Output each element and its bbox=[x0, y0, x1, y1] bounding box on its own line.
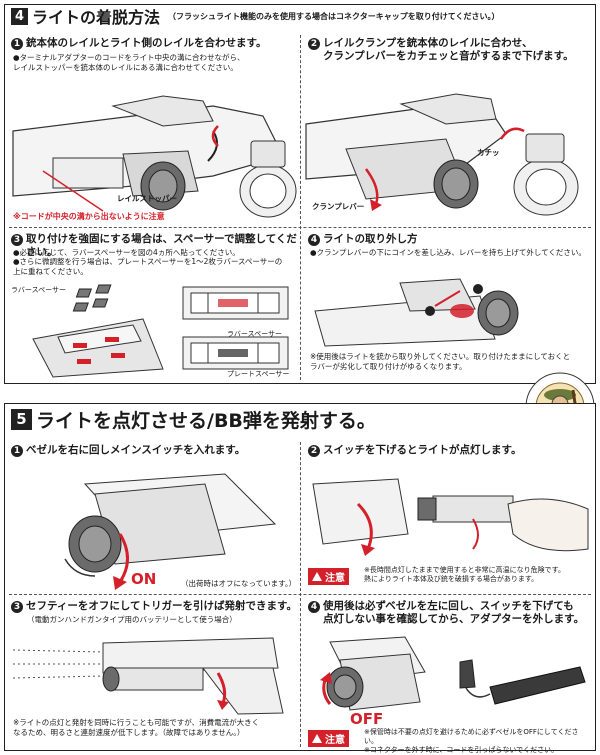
clamp-lever-illustration bbox=[305, 93, 579, 216]
step-4-2-panel: 2 レイルクランプを銃本体のレイルに合わせ、 クランプレバーをカチェッと音がする… bbox=[302, 31, 594, 227]
pistol-rail-illustration bbox=[12, 95, 297, 218]
warning-icon bbox=[312, 734, 322, 743]
switch-down-illustration bbox=[312, 478, 589, 556]
off-label: OFF bbox=[350, 710, 384, 728]
step-5-1-title-row: 1 ベゼルを右に回しメインスイッチを入れます。 bbox=[11, 444, 245, 457]
warning-icon bbox=[312, 572, 322, 581]
label-rubber-spacer-left: ラバースペーサー bbox=[11, 286, 66, 294]
fire-illustration bbox=[12, 637, 284, 715]
warning-badge: 注意 bbox=[308, 730, 349, 747]
label-plate-spacer: プレートスペーサー bbox=[227, 370, 290, 378]
step-number: 4 bbox=[308, 601, 320, 613]
step-5-4-warning-text: ※保管時は不要の点灯を避けるために必ずベゼルをOFFにしてください。 ※コネクタ… bbox=[364, 728, 579, 754]
step-5-1-panel: 1 ベゼルを右に回しメインスイッチを入れます。 ON （出荷時はオフになっていま… bbox=[5, 440, 299, 594]
step-4-1-title-row: 1 銃本体のレイルとライト側のレイルを合わせます。 bbox=[11, 37, 266, 50]
step-5-2-panel: 2 スイッチを下げるとライトが点灯します。 注意 ※長時間点灯したままで使用する… bbox=[302, 440, 594, 594]
step-number: 1 bbox=[11, 38, 23, 50]
section-4-number: 4 bbox=[11, 7, 28, 25]
step-5-4-title-row: 4 使用後は必ずベゼルを左に回し、スイッチを下げても 点灯しない事を確認してから… bbox=[308, 600, 584, 626]
spacer-illustration bbox=[32, 284, 289, 378]
step-4-3-panel: 3 取り付けを強固にする場合は、スペーサーで調整してください。 ●必要に応じて、… bbox=[5, 229, 299, 381]
warning-label: 注意 bbox=[325, 735, 345, 746]
section-4-header: 4 ライトの着脱方法 （フラッシュライト機能のみを使用する場合はコネクターキャッ… bbox=[5, 5, 499, 27]
step-5-4-title: 使用後は必ずベゼルを左に回し、スイッチを下げても 点灯しない事を確認してから、ア… bbox=[323, 600, 585, 625]
step-4-1-caution: ※コードが中央の溝から出ないように注意 bbox=[13, 212, 165, 221]
step-4-3-bullet-1: ●必要に応じて、ラバースペーサーを図の4ヵ所へ貼ってください。 bbox=[13, 248, 240, 257]
warning-label: 注意 bbox=[325, 573, 345, 584]
label-rail-stopper: レイルストッパー bbox=[117, 194, 177, 203]
step-5-2-title-row: 2 スイッチを下げるとライトが点灯します。 bbox=[308, 444, 521, 457]
section-4-note: （フラッシュライト機能のみを使用する場合はコネクターキャップを取り付けてください… bbox=[168, 11, 500, 21]
step-4-1-title: 銃本体のレイルとライト側のレイルを合わせます。 bbox=[26, 37, 267, 49]
shipping-note: （出荷時はオフになっています。） bbox=[181, 579, 297, 588]
step-number: 3 bbox=[11, 601, 23, 613]
step-4-3-title-row: 3 取り付けを強固にする場合は、スペーサーで調整してください。 bbox=[11, 233, 299, 259]
step-5-1-title: ベゼルを右に回しメインスイッチを入れます。 bbox=[26, 444, 246, 456]
step-4-3-bullet-2: ●さらに微調整を行う場合は、プレートスペーサーを1〜2枚ラバースペーサーの 上に… bbox=[13, 257, 283, 276]
step-4-4-title-row: 4 ライトの取り外し方 bbox=[308, 233, 418, 246]
step-4-4-bullet: ●クランプレバーの下にコインを差し込み、レバーを持ち上げて外してください。 bbox=[310, 248, 586, 257]
light-removal-illustration bbox=[314, 278, 519, 347]
section-5-header: 5 ライトを点灯させる/BB弾を発射する。 bbox=[5, 404, 376, 434]
section-4-title: ライトの着脱方法 bbox=[32, 8, 161, 27]
step-4-4-note: ※使用後はライトを銃から取り外してください。取り付けたままにしておくと ラバーが… bbox=[310, 352, 571, 371]
section-4-light-mounting: 4 ライトの着脱方法 （フラッシュライト機能のみを使用する場合はコネクターキャッ… bbox=[4, 4, 596, 384]
section-5-number: 5 bbox=[11, 408, 32, 430]
divider-vertical bbox=[300, 35, 301, 380]
step-5-4-panel: 4 使用後は必ずベゼルを左に回し、スイッチを下げても 点灯しない事を確認してから… bbox=[302, 596, 594, 754]
warning-badge: 注意 bbox=[308, 568, 349, 585]
step-5-2-title: スイッチを下げるとライトが点灯します。 bbox=[323, 444, 522, 456]
bezel-on-illustration bbox=[64, 473, 277, 590]
step-number: 3 bbox=[11, 234, 23, 246]
step-4-4-panel: 4 ライトの取り外し方 ●クランプレバーの下にコインを差し込み、レバーを持ち上げ… bbox=[302, 229, 594, 381]
step-4-1-bullet: ●ターミナルアダプターのコードをライト中央の溝に合わせながら、 レイルストッパー… bbox=[13, 53, 245, 72]
label-katchi: カチッ bbox=[477, 148, 500, 157]
step-4-2-title: レイルクランプを銃本体のレイルに合わせ、 クランプレバーをカチェッと音がするまで… bbox=[323, 37, 574, 62]
bezel-off-illustration bbox=[320, 636, 586, 711]
section-5-light-and-fire: 5 ライトを点灯させる/BB弾を発射する。 1 ベゼルを右に回しメインスイッチを… bbox=[4, 403, 596, 754]
step-4-4-title: ライトの取り外し方 bbox=[323, 233, 418, 245]
step-number: 1 bbox=[11, 445, 23, 457]
section-5-title: ライトを点灯させる/BB弾を発射する。 bbox=[36, 409, 376, 432]
step-4-1-panel: 1 銃本体のレイルとライト側のレイルを合わせます。 ●ターミナルアダプターのコー… bbox=[5, 31, 299, 227]
step-5-3-subtitle: （電動ガンハンドガンタイプ用のバッテリーとして使う場合） bbox=[27, 615, 237, 624]
step-4-2-title-row: 2 レイルクランプを銃本体のレイルに合わせ、 クランプレバーをカチェッと音がする… bbox=[308, 37, 574, 63]
step-number: 2 bbox=[308, 445, 320, 457]
step-5-3-note: ※ライトの点灯と発射を同時に行うことも可能ですが、消費電流が大きく なるため、明… bbox=[13, 718, 260, 737]
step-4-3-title: 取り付けを強固にする場合は、スペーサーで調整してください。 bbox=[26, 233, 297, 258]
step-number: 4 bbox=[308, 234, 320, 246]
step-5-3-title: セフティーをオフにしてトリガーを引けば発射できます。 bbox=[26, 600, 298, 612]
label-clamp-lever: クランプレバー bbox=[312, 202, 365, 211]
divider-horizontal bbox=[9, 227, 591, 228]
step-5-2-warning-text: ※長時間点灯したままで使用すると非常に高温になり危険です。 熱によりライト本体及… bbox=[364, 566, 565, 583]
spacer-closeup-bottom bbox=[182, 336, 289, 370]
divider-horizontal bbox=[9, 594, 591, 595]
on-label: ON bbox=[131, 570, 157, 588]
step-number: 2 bbox=[308, 38, 320, 50]
label-rubber-spacer: ラバースペーサー bbox=[227, 330, 282, 338]
step-5-3-title-row: 3 セフティーをオフにしてトリガーを引けば発射できます。 bbox=[11, 600, 297, 613]
step-5-3-panel: 3 セフティーをオフにしてトリガーを引けば発射できます。 （電動ガンハンドガンタ… bbox=[5, 596, 299, 748]
spacer-closeup-top bbox=[182, 286, 289, 320]
